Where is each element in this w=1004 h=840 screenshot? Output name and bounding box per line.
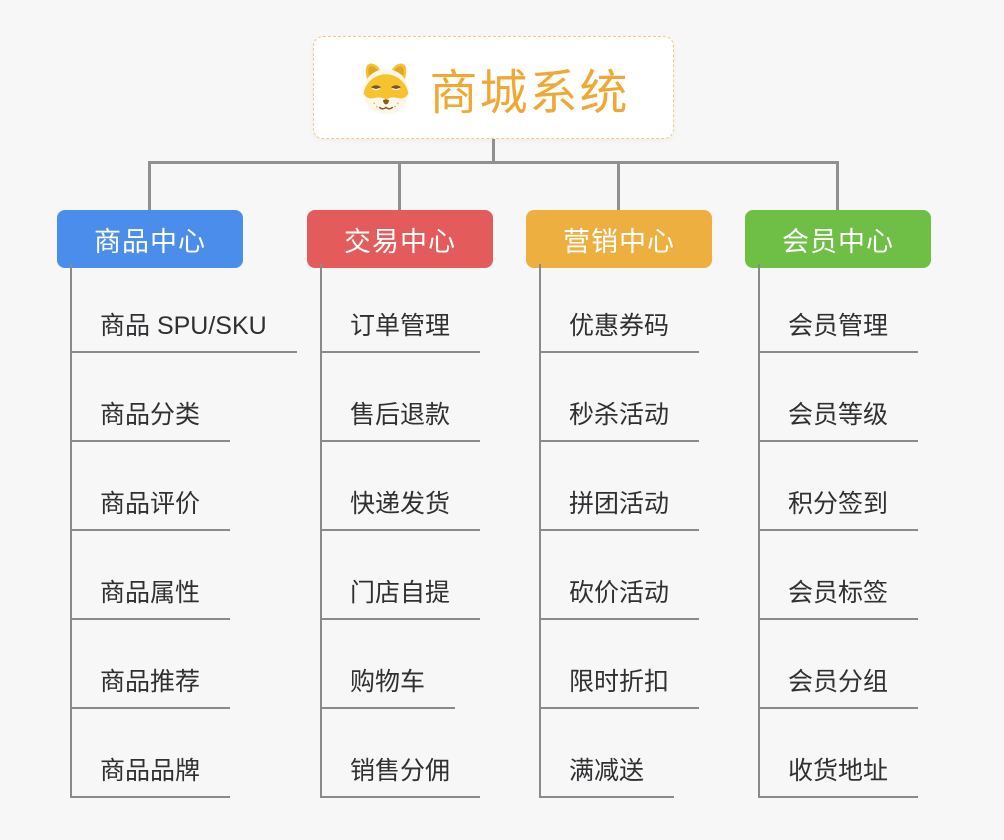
branch-item[interactable]: 会员标签 (760, 531, 919, 620)
branch-item[interactable]: 门店自提 (322, 531, 481, 620)
branch-header-product-center[interactable]: 商品中心 (57, 210, 243, 268)
connector-drop-member (836, 161, 839, 211)
branch-item[interactable]: 优惠券码 (541, 264, 700, 353)
branch-item[interactable]: 秒杀活动 (541, 353, 700, 442)
branch-item[interactable]: 订单管理 (322, 264, 481, 353)
branch-item[interactable]: 会员等级 (760, 353, 919, 442)
branch-item[interactable]: 快递发货 (322, 442, 481, 531)
branch-header-trade-center[interactable]: 交易中心 (307, 210, 493, 268)
branch-item[interactable]: 购物车 (322, 620, 480, 709)
branch-item[interactable]: 拼团活动 (541, 442, 700, 531)
branch-item[interactable]: 砍价活动 (541, 531, 700, 620)
branch-item[interactable]: 商品推荐 (72, 620, 297, 709)
branch-item[interactable]: 商品评价 (72, 442, 297, 531)
branch-item[interactable]: 商品属性 (72, 531, 297, 620)
connector-drop-product (148, 161, 151, 211)
connector-drop-marketing (617, 161, 620, 211)
connector-root-drop (492, 139, 495, 163)
branch-item[interactable]: 商品分类 (72, 353, 297, 442)
branch-list-trade-center: 订单管理 售后退款 快递发货 门店自提 购物车 销售分佣 (320, 264, 481, 798)
branch-item[interactable]: 收货地址 (760, 709, 919, 798)
branch-item[interactable]: 商品品牌 (72, 709, 297, 798)
branch-list-product-center: 商品 SPU/SKU 商品分类 商品评价 商品属性 商品推荐 商品品牌 (70, 264, 297, 798)
branch-item[interactable]: 售后退款 (322, 353, 481, 442)
root-title: 商城系统 (429, 66, 630, 120)
root-node[interactable]: 商城系统 (313, 36, 674, 139)
branch-item[interactable]: 限时折扣 (541, 620, 700, 709)
connector-trunk (148, 161, 839, 164)
connector-drop-trade (398, 161, 401, 211)
branch-item[interactable]: 销售分佣 (322, 709, 481, 798)
branch-item[interactable]: 会员管理 (760, 264, 919, 353)
branch-header-marketing-center[interactable]: 营销中心 (526, 210, 712, 268)
branch-item[interactable]: 会员分组 (760, 620, 919, 709)
branch-header-member-center[interactable]: 会员中心 (745, 210, 931, 268)
branch-item[interactable]: 商品 SPU/SKU (72, 264, 297, 353)
dog-face-icon (363, 63, 410, 114)
branch-item[interactable]: 满减送 (541, 709, 699, 798)
branch-list-member-center: 会员管理 会员等级 积分签到 会员标签 会员分组 收货地址 (758, 264, 919, 798)
branch-item[interactable]: 积分签到 (760, 442, 919, 531)
branch-list-marketing-center: 优惠券码 秒杀活动 拼团活动 砍价活动 限时折扣 满减送 (539, 264, 700, 798)
